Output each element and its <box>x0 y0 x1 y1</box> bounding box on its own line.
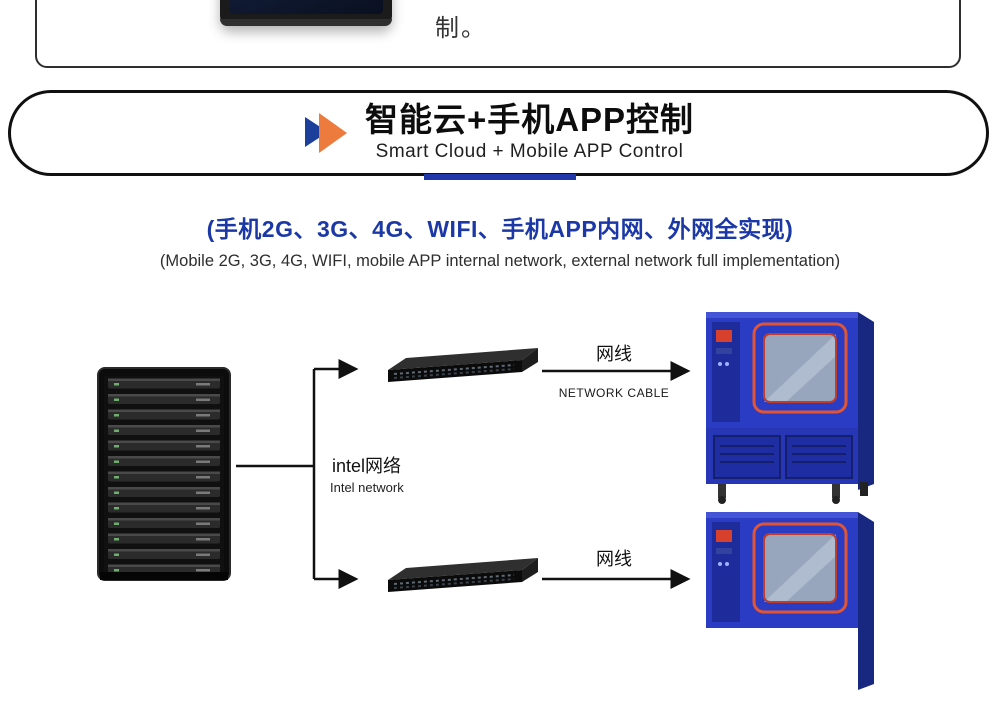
server-rack-image <box>97 367 231 581</box>
section-banner: 智能云+手机APP控制 Smart Cloud + Mobile APP Con… <box>8 90 989 176</box>
intel-network-label-cn: intel网络 <box>332 456 402 476</box>
banner-text: 智能云+手机APP控制 Smart Cloud + Mobile APP Con… <box>365 103 694 163</box>
test-chamber-image <box>706 312 874 504</box>
network-switch-image <box>388 348 538 382</box>
feature-heading-en: (Mobile 2G, 3G, 4G, WIFI, mobile APP int… <box>159 252 841 270</box>
network-cable-label-cn-top: 网线 <box>596 344 632 364</box>
double-arrow-icon <box>304 113 347 153</box>
previous-section-text: 制。 <box>435 15 487 42</box>
test-chamber-image-bottom <box>706 512 874 690</box>
section-subtitle: Smart Cloud + Mobile APP Control <box>375 140 684 162</box>
controller-screen <box>229 0 383 14</box>
previous-section-box: 制。 <box>35 0 961 68</box>
controller-bottom-bezel <box>220 19 392 26</box>
network-cable-label-en-top: NETWORK CABLE <box>558 386 670 400</box>
section-title: 智能云+手机APP控制 <box>364 101 695 139</box>
network-switch-image-bottom <box>388 558 538 592</box>
section-divider <box>424 174 576 180</box>
touchscreen-controller-image <box>220 0 392 26</box>
intel-network-label-en: Intel network <box>330 480 404 495</box>
feature-heading-cn: (手机2G、3G、4G、WIFI、手机APP内网、外网全实现) <box>206 216 794 242</box>
network-cable-label-cn-bottom: 网线 <box>596 549 632 569</box>
